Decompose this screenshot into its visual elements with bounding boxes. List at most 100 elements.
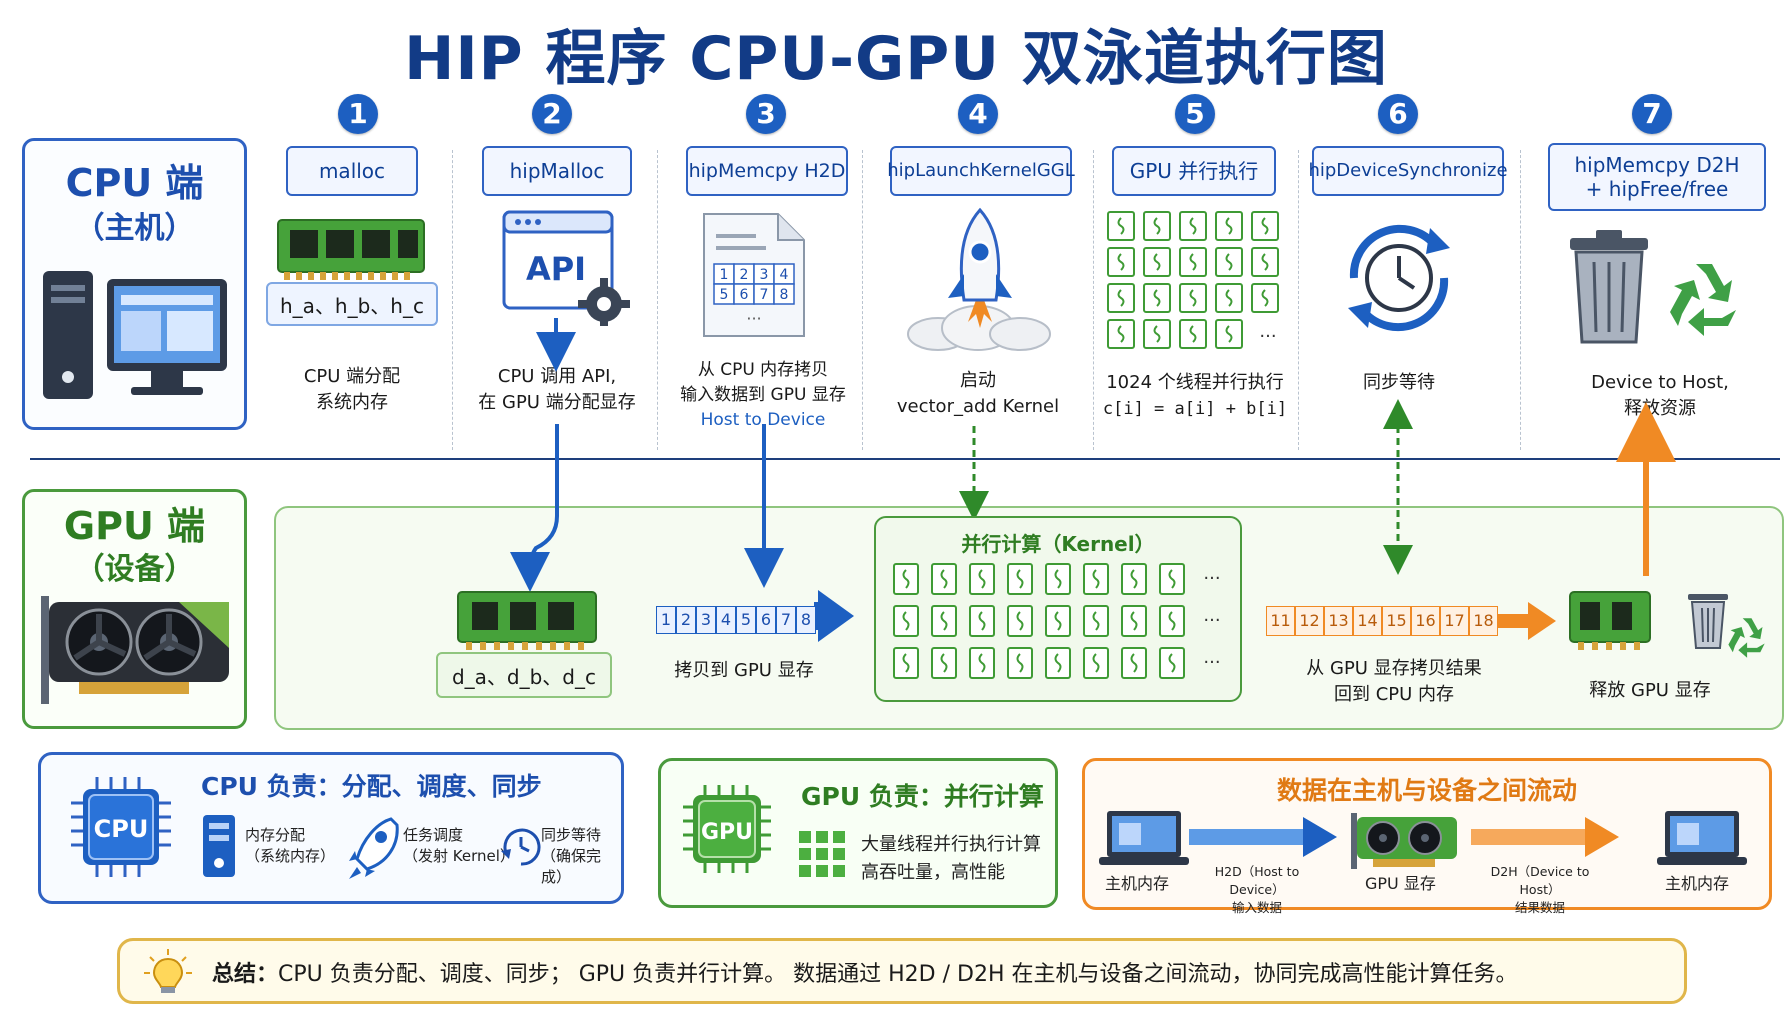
step-2-desc-line2: 在 GPU 端分配显存 bbox=[478, 392, 636, 413]
cpu-item-memory: 内存分配 （系统内存） bbox=[245, 825, 335, 867]
step-label-hipmemcpy-d2h-line2: + hipFree/free bbox=[1585, 177, 1729, 201]
host-buffer-tag: h_a、h_b、h_c bbox=[266, 282, 438, 326]
step-1-desc-line1: CPU 端分配 bbox=[303, 366, 401, 387]
ram-module-icon bbox=[277, 219, 425, 280]
cpu-item-schedule: 任务调度 （发射 Kernel） bbox=[403, 825, 515, 867]
h2d-cell: 1 bbox=[656, 606, 676, 634]
cpu-responsibility-panel: CPU CPU 负责：分配、调度、同步 内存分配 （系统内存） 任务调度 （发射… bbox=[38, 752, 624, 904]
step-label-gpu-parallel: GPU 并行执行 bbox=[1112, 146, 1276, 196]
cpu-panel-title: CPU 负责：分配、调度、同步 bbox=[201, 772, 542, 801]
step-number-7: 7 bbox=[1632, 94, 1672, 134]
column-separator bbox=[1298, 150, 1299, 450]
trash-bin-icon bbox=[1570, 230, 1736, 344]
doc-cell: 2 bbox=[740, 267, 749, 283]
device-buffer-tag: d_a、d_b、d_c bbox=[436, 652, 612, 698]
host-laptop-icon bbox=[1099, 811, 1189, 865]
gpu-chip-icon: GPU bbox=[683, 785, 771, 873]
server-icon bbox=[203, 815, 235, 877]
d2h-cell: 17 bbox=[1440, 606, 1469, 636]
cpu-item-memory-l1: 内存分配 bbox=[245, 826, 306, 844]
d2h-cell: 14 bbox=[1353, 606, 1382, 636]
flow-d2h-l1: D2H（Device to Host） bbox=[1490, 864, 1590, 897]
step-label-hipmalloc: hipMalloc bbox=[482, 146, 632, 196]
flow-arrows bbox=[510, 318, 1676, 592]
summary-body: CPU 负责分配、调度、同步； GPU 负责并行计算。 数据通过 H2D / D… bbox=[278, 962, 1518, 987]
summary-bar: 总结：CPU 负责分配、调度、同步； GPU 负责并行计算。 数据通过 H2D … bbox=[117, 938, 1687, 1004]
step-5-desc: 1024 个线程并行执行 c[i] = a[i] + b[i] bbox=[1092, 370, 1298, 422]
cpu-lane-subtitle: （主机） bbox=[74, 211, 195, 246]
doc-cell: 8 bbox=[780, 287, 789, 303]
free-gpu-caption: 释放 GPU 显存 bbox=[1589, 680, 1711, 701]
data-flow-title: 数据在主机与设备之间流动 bbox=[1276, 776, 1577, 805]
data-flow-panel: 数据在主机与设备之间流动 主机内存 H2D（Host to Device） 输入… bbox=[1082, 758, 1772, 915]
flow-d2h-label: D2H（Device to Host） 结果数据 bbox=[1477, 863, 1603, 917]
step-2-desc-line1: CPU 调用 API, bbox=[497, 366, 617, 387]
h2d-cell: 4 bbox=[716, 606, 736, 634]
step-number-3: 3 bbox=[746, 94, 786, 134]
d2h-caption-line1: 从 GPU 显存拷贝结果 bbox=[1306, 658, 1482, 679]
d2h-cell: 16 bbox=[1411, 606, 1440, 636]
h2d-cell: 2 bbox=[676, 606, 696, 634]
gpu-panel-title: GPU 负责：并行计算 bbox=[801, 782, 1044, 811]
d2h-cell: 13 bbox=[1324, 606, 1353, 636]
gpu-card-icon bbox=[1351, 813, 1457, 869]
kernel-ellipsis: ··· bbox=[1203, 610, 1220, 631]
h2d-cell: 7 bbox=[776, 606, 796, 634]
flow-h2d-l2: 输入数据 bbox=[1231, 900, 1282, 915]
rocket-icon bbox=[349, 817, 399, 879]
step-number-2: 2 bbox=[532, 94, 572, 134]
d2h-cells: 11 12 13 14 15 16 17 18 bbox=[1266, 606, 1498, 636]
step-3-desc-line2: 输入数据到 GPU 显存 bbox=[680, 385, 846, 405]
cpu-chip-text: CPU bbox=[94, 815, 149, 843]
d2h-cell: 18 bbox=[1469, 606, 1498, 636]
column-separator bbox=[452, 150, 453, 450]
kernel-box: 并行计算（Kernel） ··· ··· ··· bbox=[874, 516, 1242, 702]
column-separator bbox=[1520, 150, 1521, 450]
gpu-panel-desc: 大量线程并行执行计算 高吞吐量，高性能 bbox=[861, 831, 1041, 887]
flow-host-2: 主机内存 bbox=[1665, 874, 1730, 893]
cpu-item-memory-l2: （系统内存） bbox=[245, 847, 336, 865]
step-label-hipmemcpy-h2d: hipMemcpy H2D bbox=[686, 146, 848, 196]
step-4-desc: 启动 vector_add Kernel bbox=[878, 368, 1078, 420]
cpu-item-schedule-l2: （发射 Kernel） bbox=[403, 847, 515, 865]
gpu-lane-header: GPU 端 （设备） bbox=[22, 489, 247, 729]
step-label-hipmemcpy-d2h: hipMemcpy D2H + hipFree/free bbox=[1548, 143, 1766, 211]
summary-text: 总结：CPU 负责分配、调度、同步； GPU 负责并行计算。 数据通过 H2D … bbox=[212, 956, 1518, 988]
doc-cell: 6 bbox=[740, 287, 749, 303]
step-3-desc-line1: 从 CPU 内存拷贝 bbox=[697, 360, 829, 380]
flow-h2d-l1: H2D（Host to Device） bbox=[1214, 864, 1300, 897]
cpu-chip-icon: CPU bbox=[71, 777, 171, 877]
summary-label: 总结： bbox=[212, 962, 279, 987]
step-label-hipmemcpy-d2h-line1: hipMemcpy D2H bbox=[1574, 153, 1740, 177]
h2d-data-arrow bbox=[814, 590, 854, 642]
step-6-desc: 同步等待 bbox=[1363, 372, 1435, 393]
d2h-cell: 15 bbox=[1382, 606, 1411, 636]
flow-gpu: GPU 显存 bbox=[1365, 874, 1436, 893]
parallel-grid-icon bbox=[799, 831, 845, 877]
cpu-lane-title: CPU 端 bbox=[65, 161, 204, 205]
free-gpu-memory-icon bbox=[1569, 591, 1765, 658]
d2h-cell: 12 bbox=[1295, 606, 1324, 636]
d2h-caption-line2: 回到 CPU 内存 bbox=[1333, 684, 1455, 705]
recycle-icon bbox=[1670, 264, 1736, 336]
doc-cell: 4 bbox=[780, 267, 789, 283]
flow-host-1: 主机内存 bbox=[1105, 874, 1170, 893]
page-title: HIP 程序 CPU-GPU 双泳道执行图 bbox=[404, 24, 1388, 94]
step-1-desc-line2: 系统内存 bbox=[316, 392, 388, 413]
lightbulb-icon bbox=[144, 949, 192, 993]
h2d-cell: 8 bbox=[796, 606, 816, 634]
sync-clock-icon bbox=[1348, 224, 1450, 332]
desktop-computer-icon bbox=[43, 271, 227, 399]
step-label-hipdevicesynchronize: hipDeviceSynchronize bbox=[1308, 146, 1508, 196]
d2h-orange-arrow bbox=[1498, 602, 1556, 640]
gpu-lane-subtitle: （设备） bbox=[74, 552, 195, 587]
step-7-desc-line1: Device to Host, bbox=[1591, 372, 1729, 393]
step-1-desc: CPU 端分配 系统内存 bbox=[270, 364, 434, 416]
doc-cell: 5 bbox=[720, 287, 729, 303]
h2d-blue-arrow bbox=[1189, 817, 1337, 857]
rocket-launch-icon bbox=[907, 207, 1051, 351]
thread-grid-ellipsis: ··· bbox=[1259, 326, 1276, 347]
gpu-chip-text: GPU bbox=[701, 820, 753, 845]
h2d-cell: 5 bbox=[736, 606, 756, 634]
column-separator bbox=[1093, 150, 1094, 450]
